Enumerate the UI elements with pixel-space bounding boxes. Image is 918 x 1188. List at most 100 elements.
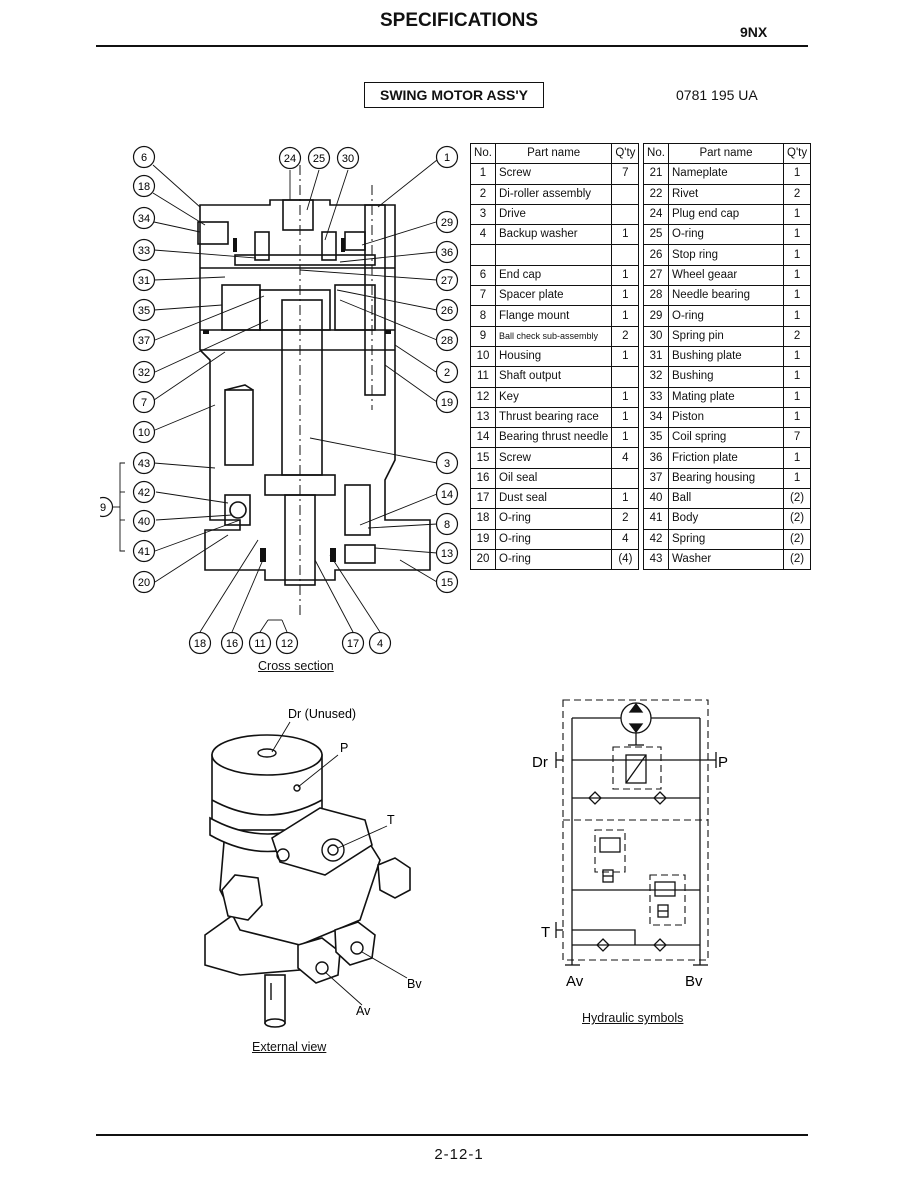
cell-name: Piston	[668, 406, 784, 429]
callout-bubble: 4	[368, 631, 392, 655]
cell-no: 20	[470, 548, 496, 571]
cell-qty: 1	[611, 386, 640, 408]
callout-bubble: 32	[132, 360, 156, 384]
cell-no: 41	[643, 508, 669, 530]
cell-qty: 1	[782, 386, 812, 408]
callout-bubble: 31	[132, 268, 156, 292]
cell-name: Plug end cap	[668, 203, 784, 226]
callout-number: 35	[138, 305, 150, 317]
cell-qty: 4	[611, 528, 640, 550]
cell-name: O-ring	[494, 528, 613, 550]
callout-number: 37	[138, 335, 150, 347]
cell-qty: 1	[782, 406, 812, 429]
cell-no: 3	[470, 203, 496, 226]
cell-no: 6	[470, 264, 496, 287]
callout-number: 11	[254, 638, 265, 650]
callout-bubble: 36	[435, 240, 459, 264]
cell-name: Wheel geaar	[668, 264, 784, 287]
callout-number: 28	[441, 335, 453, 347]
callout-number: 41	[138, 546, 150, 558]
cell-qty: (2)	[782, 508, 812, 530]
cell-name: Ball check sub-assembly	[494, 325, 613, 347]
cell-no: 22	[643, 183, 669, 205]
callout-bubble: 3	[435, 451, 459, 475]
callout-bubble: 40	[132, 509, 156, 533]
cell-name: Di-roller assembly	[494, 183, 613, 205]
cell-no: 17	[470, 488, 496, 510]
callout-number: 10	[138, 427, 150, 439]
cell-qty: 1	[611, 305, 640, 327]
cell-no: 8	[470, 305, 496, 327]
cell-name: Dust seal	[494, 488, 613, 510]
hyd-label-t: T	[541, 924, 550, 941]
cell-qty: 4	[611, 447, 640, 469]
col-qty: Q'ty	[611, 142, 640, 165]
cell-no: 25	[643, 224, 669, 246]
cell-name: Thrust bearing race	[494, 406, 613, 429]
hyd-label-av: Av	[566, 973, 584, 990]
table-row	[470, 244, 640, 266]
cell-qty: 1	[782, 305, 812, 327]
cell-no: 26	[643, 244, 669, 266]
callout-number: 31	[138, 275, 150, 287]
callout-bubble: 15	[435, 570, 459, 594]
cell-qty	[611, 244, 640, 266]
cell-qty: 7	[611, 163, 640, 185]
cell-name: Mating plate	[668, 386, 784, 408]
cross-section-caption: Cross section	[258, 659, 334, 673]
cell-no: 9	[470, 325, 496, 347]
cell-name: Bearing thrust needle	[494, 427, 613, 449]
header-rule	[96, 45, 808, 47]
cell-qty: 2	[782, 325, 812, 347]
cell-no: 27	[643, 264, 669, 287]
cell-qty: 1	[611, 345, 640, 368]
external-view-drawing: Dr (Unused) P T Bv Av	[204, 707, 422, 1028]
cell-no: 32	[643, 366, 669, 388]
cell-qty: 1	[611, 488, 640, 510]
cell-no: 14	[470, 427, 496, 449]
cell-no: 34	[643, 406, 669, 429]
cell-no	[470, 244, 496, 266]
callout-number: 2	[444, 367, 450, 379]
cell-name: O-ring	[668, 305, 784, 327]
cell-no: 42	[643, 528, 669, 550]
callout-bubble: 29	[435, 210, 459, 234]
cell-name: Housing	[494, 345, 613, 368]
label-t: T	[387, 813, 395, 827]
callout-bubble: 18	[132, 174, 156, 198]
callout-number: 6	[141, 152, 147, 164]
cell-name: End cap	[494, 264, 613, 287]
callout-bubble: 34	[132, 206, 156, 230]
callout-bubble: 37	[132, 328, 156, 352]
callout-number: 32	[138, 367, 150, 379]
hydraulic-symbol-diagram: Dr P T Av Bv	[532, 699, 728, 990]
callout-number: 4	[377, 638, 383, 650]
cell-no: 12	[470, 386, 496, 408]
cell-name: Nameplate	[668, 163, 784, 185]
cell-qty	[611, 366, 640, 388]
cell-name: Washer	[668, 548, 784, 571]
callout-bubble: 41	[132, 539, 156, 563]
callout-number: 13	[441, 548, 453, 560]
cell-no: 40	[643, 488, 669, 510]
cell-name: Oil seal	[494, 467, 613, 490]
cell-no: 18	[470, 508, 496, 530]
cell-no: 33	[643, 386, 669, 408]
callout-bubble: 35	[132, 298, 156, 322]
cell-name: O-ring	[494, 508, 613, 530]
cell-qty: 1	[611, 406, 640, 429]
hyd-label-p: P	[718, 754, 728, 771]
cell-no: 7	[470, 285, 496, 307]
